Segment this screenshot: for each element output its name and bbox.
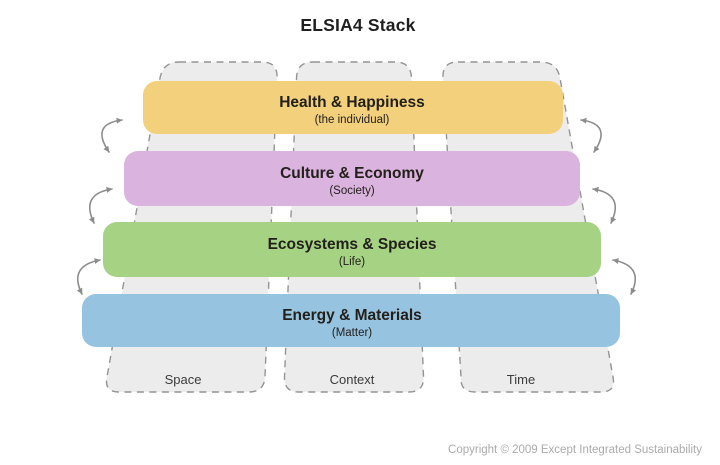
layer-label-ecosystems-species: Ecosystems & Species (268, 236, 437, 253)
layer-label-energy-materials: Energy & Materials (282, 307, 422, 324)
double-arrow-icon (101, 117, 123, 153)
double-arrow-icon (76, 258, 101, 295)
double-arrow-icon (592, 186, 617, 224)
layer-sublabel-health-happiness: (the individual) (315, 114, 390, 126)
column-label-time: Time (507, 372, 535, 387)
layer-sublabel-culture-economy: (Society) (329, 185, 375, 197)
layer-sublabel-ecosystems-species: (Life) (339, 256, 365, 268)
copyright-text: Copyright © 2009 Except Integrated Susta… (448, 444, 702, 456)
layer-bar-health-happiness (143, 81, 563, 134)
double-arrow-icon (88, 186, 113, 224)
layer-label-culture-economy: Culture & Economy (280, 165, 424, 182)
layer-bar-ecosystems-species (103, 222, 601, 277)
page-title: ELSIA4 Stack (300, 15, 415, 35)
layer-bar-culture-economy (124, 151, 580, 206)
layer-bar-energy-materials (82, 294, 620, 347)
column-label-context: Context (330, 372, 375, 387)
layer-sublabel-energy-materials: (Matter) (332, 327, 372, 339)
double-arrow-icon (580, 117, 602, 153)
layer-label-health-happiness: Health & Happiness (279, 94, 425, 111)
column-label-space: Space (165, 372, 202, 387)
double-arrow-icon (612, 258, 637, 295)
